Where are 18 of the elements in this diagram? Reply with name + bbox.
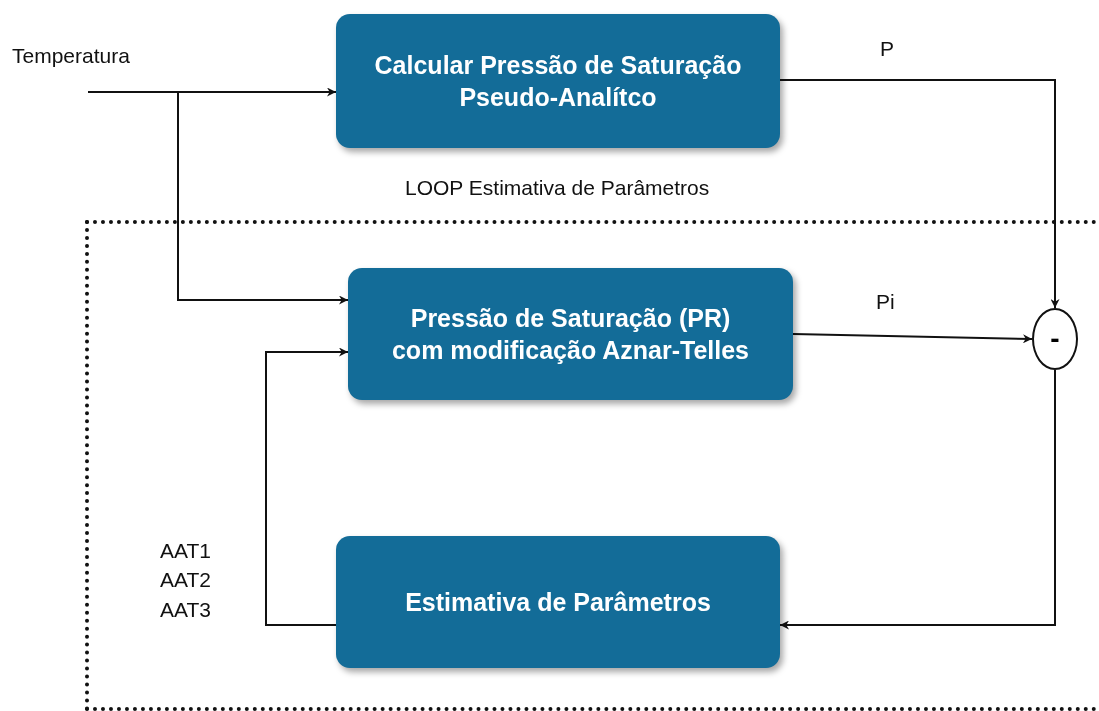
arrow: [792, 333, 1033, 344]
loop-region: [85, 220, 1097, 711]
subtract-circle: [1032, 308, 1078, 370]
region-heading: LOOP Estimativa de Parâmetros: [405, 176, 710, 200]
operator-sign: -: [1050, 323, 1060, 355]
process-box: [348, 268, 793, 400]
arrow: [177, 91, 349, 305]
arrow: [779, 79, 1060, 309]
process-box: [336, 14, 780, 148]
input-label: Temperatura: [12, 44, 130, 68]
arrow: [779, 369, 1056, 630]
edge-label: AAT1 AAT2 AAT3: [160, 538, 212, 623]
process-box: [336, 536, 780, 668]
arrow: [87, 87, 337, 97]
box-text: Pressão de Saturação (PR) com modificação Aznar-Telles: [390, 302, 750, 366]
arrow: [265, 347, 349, 626]
box-text: Calcular Pressão de Saturação Pseudo-Analítco: [373, 49, 743, 113]
box-text: Estimativa de Parâmetros: [405, 586, 711, 618]
